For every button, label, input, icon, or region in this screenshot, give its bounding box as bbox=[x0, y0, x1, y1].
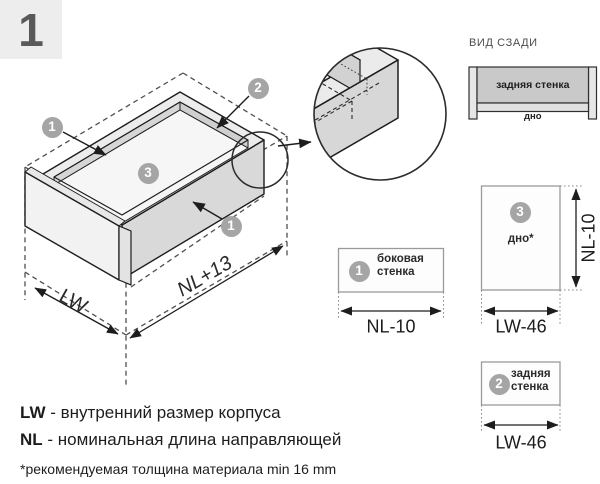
rear-back-wall bbox=[476, 66, 590, 104]
legend-footnote: *рекомендуемая толщина материала min 16 … bbox=[20, 461, 337, 477]
magnifier-source-circle bbox=[231, 131, 289, 189]
dim-label-side-wall-width: NL-10 bbox=[366, 316, 416, 337]
part-badge-bottom: 3 bbox=[509, 201, 531, 223]
part-panels bbox=[337, 185, 584, 431]
rear-right-post bbox=[587, 66, 598, 120]
rear-view-title: ВИД СЗАДИ bbox=[469, 37, 538, 49]
rear-left-post bbox=[468, 66, 478, 120]
legend-nl: NL - номинальная длина направляющей bbox=[20, 430, 341, 450]
callout-badge-back-wall: 2 bbox=[247, 77, 269, 99]
legend-lw: LW - внутренний размер корпуса bbox=[20, 403, 281, 423]
facade-edge-strip bbox=[118, 225, 132, 286]
part-label-side-wall: боковая стенка bbox=[377, 253, 424, 278]
inner-rim-outline bbox=[53, 101, 249, 216]
rear-view-drawing bbox=[468, 66, 598, 120]
part-badge-side-wall: 1 bbox=[348, 260, 370, 282]
dimension-lines bbox=[34, 188, 581, 430]
legend-nl-term: NL bbox=[20, 430, 43, 449]
dim-label-bottom-width: LW-46 bbox=[495, 316, 547, 337]
part-badge-back-wall: 2 bbox=[488, 373, 510, 395]
callout-badge-side-wall-2: 1 bbox=[220, 215, 242, 237]
part-label-bottom: дно* bbox=[507, 233, 534, 245]
rear-bottom-label: дно bbox=[523, 111, 542, 122]
legend-lw-term: LW bbox=[20, 403, 46, 422]
dim-label-back-wall-width: LW-46 bbox=[495, 432, 547, 453]
legend-lw-desc: - внутренний размер корпуса bbox=[50, 403, 281, 422]
rear-back-wall-label: задняя стенка bbox=[496, 79, 570, 91]
step-number: 1 bbox=[18, 3, 44, 56]
callout-arrows bbox=[62, 95, 312, 220]
rear-bottom-strip bbox=[476, 102, 590, 113]
dim-label-bottom-height: NL-10 bbox=[578, 213, 599, 263]
part-label-back-wall: задняя стенка bbox=[511, 368, 551, 393]
step-number-tile: 1 bbox=[0, 0, 62, 59]
callout-badge-bottom: 3 bbox=[137, 162, 159, 184]
legend-nl-desc: - номинальная длина направляющей bbox=[47, 430, 342, 449]
callout-badge-side-wall: 1 bbox=[41, 116, 63, 138]
